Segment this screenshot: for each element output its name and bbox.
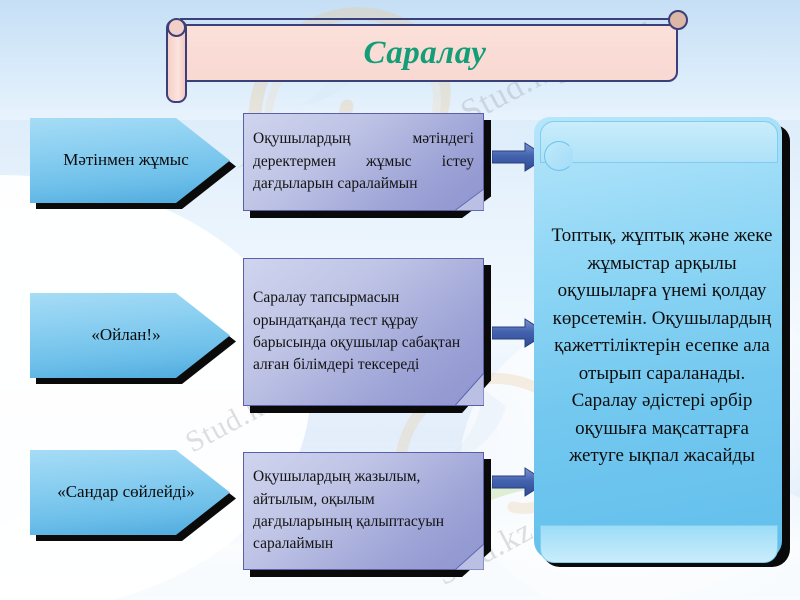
category-label: Мәтінмен жұмыс <box>63 150 189 170</box>
note-face <box>243 258 484 406</box>
summary-bottom-curl-icon <box>540 525 778 563</box>
summary-face <box>534 117 782 559</box>
description-note-3[interactable]: Оқушылардың жазылым, айтылым, оқылым дағ… <box>243 452 491 577</box>
description-text: Оқушылардың мәтіндегі деректермен жұмыс … <box>253 130 474 193</box>
banner-body: Саралау <box>172 24 678 82</box>
note-face <box>243 452 484 570</box>
category-label: «Сандар сөйлейді» <box>57 482 195 502</box>
category-pentagon-2[interactable]: «Ойлан!» <box>30 293 236 384</box>
note-fold-corner-icon <box>455 189 484 211</box>
note-face <box>243 113 484 211</box>
summary-text: Топтық, жұптық және жеке жұмыстар арқылы… <box>551 225 773 467</box>
description-note-1[interactable]: Оқушылардың мәтіндегі деректермен жұмыс … <box>243 113 491 218</box>
description-text: Оқушылардың жазылым, айтылым, оқылым дағ… <box>253 468 445 553</box>
title-banner: Саралау <box>158 10 692 103</box>
banner-left-curl-eye-icon <box>167 18 186 37</box>
note-fold-corner-icon <box>455 544 484 570</box>
banner-top-rule <box>180 18 680 20</box>
page-title: Саралау <box>363 34 487 71</box>
summary-curl-eye-icon <box>544 141 574 171</box>
banner-right-curl-eye-icon <box>668 10 688 30</box>
category-pentagon-3[interactable]: «Сандар сөйлейді» <box>30 450 236 541</box>
category-label: «Ойлан!» <box>91 325 161 345</box>
summary-scroll-panel[interactable]: Топтық, жұптық және жеке жұмыстар арқылы… <box>534 117 790 567</box>
description-note-2[interactable]: Саралау тапсырмасын орындатқанда тест құ… <box>243 258 491 413</box>
summary-top-curl-icon <box>540 121 778 163</box>
category-pentagon-1[interactable]: Мәтінмен жұмыс <box>30 118 236 209</box>
note-fold-corner-icon <box>455 373 484 406</box>
description-text: Саралау тапсырмасын орындатқанда тест құ… <box>253 289 461 374</box>
